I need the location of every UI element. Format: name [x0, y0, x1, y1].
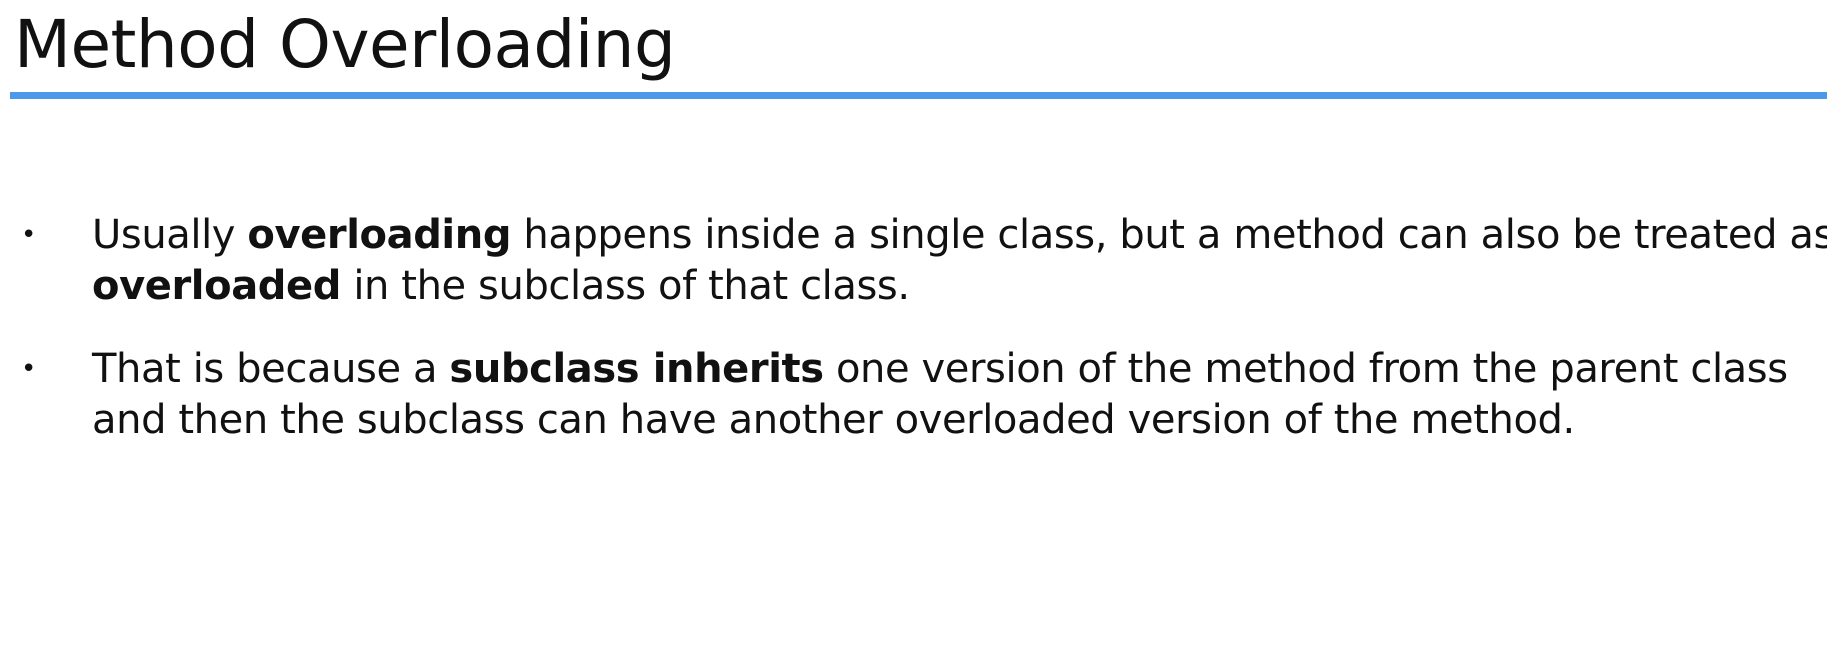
bullet-text-segment: happens inside a single class, but a met…: [511, 212, 1827, 258]
bullet-text-segment: Usually: [92, 212, 248, 258]
bullet-text-segment: in the subclass of that class.: [341, 263, 910, 309]
bullet-line: Usually overloading happens inside a sin…: [92, 210, 1827, 261]
bullet-text-segment: and then the subclass can have another o…: [92, 397, 1575, 443]
bullet-text-segment: one version of the method from the paren…: [823, 346, 1788, 392]
bullet-bold-term: overloaded: [92, 263, 341, 309]
bullet-line: That is because a subclass inherits one …: [92, 344, 1827, 395]
bullet-line: and then the subclass can have another o…: [92, 395, 1827, 446]
bullet-line: overloaded in the subclass of that class…: [92, 261, 1827, 312]
bullet-point-icon: •: [21, 220, 36, 250]
bullet-bold-term: overloading: [247, 212, 512, 258]
bullet-list: • Usually overloading happens inside a s…: [0, 210, 1827, 478]
bullet-bold-term: subclass inherits: [449, 346, 824, 392]
bullet-text-segment: That is because a: [92, 346, 450, 392]
bullet-item-subclass-inherits: • That is because a subclass inherits on…: [0, 344, 1827, 446]
slide-title: Method Overloading: [14, 6, 676, 83]
bullet-point-icon: •: [21, 354, 36, 384]
bullet-item-overloading-in-subclass: • Usually overloading happens inside a s…: [0, 210, 1827, 312]
title-underline: [10, 92, 1827, 99]
